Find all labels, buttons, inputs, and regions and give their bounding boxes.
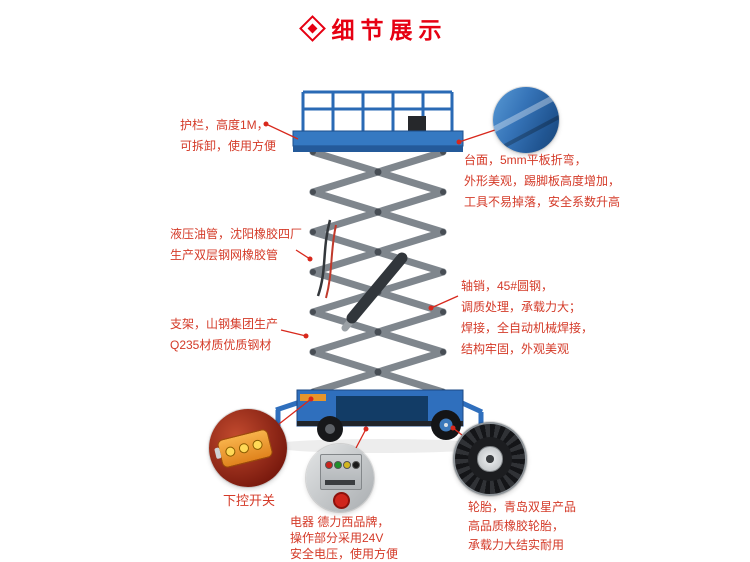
base-chassis [272,389,487,441]
callout-line: 支架，山钢集团生产 [170,317,279,331]
remote-button [238,442,251,455]
guardrail [301,90,454,131]
callout-remote-label: 下控开关 [222,493,275,508]
callout-line: 可拆卸，使用方便 [180,139,277,153]
callout-line: 护栏，高度1M， [180,118,269,132]
panel-button-black [352,461,361,470]
callout-line: 液压油管，沈阳橡胶四厂 [170,227,303,241]
electric-panel-photo [306,444,374,512]
panel-button-yellow [343,461,352,470]
callout-pin: 轴销，45#圆钢， 调质处理，承载力大； 焊接，全自动机械焊接， 结构牢固，外观… [461,276,593,360]
remote-antenna [214,447,222,460]
panel-label-strip [325,480,356,486]
callout-line: 调质处理，承载力大； [461,300,582,314]
panel-button-red [325,461,334,470]
hydraulic-hose [316,219,337,299]
callout-frame: 支架，山钢集团生产 Q235材质优质钢材 [170,314,278,356]
callout-line: 工具不易掉落，安全系数升高 [464,195,621,209]
callout-platform: 台面，5mm平板折弯， 外形美观，踢脚板高度增加， 工具不易掉落，安全系数升高 [464,150,620,213]
wheels [317,410,461,442]
page-header: 细节展示 [0,10,750,46]
platform-detail-photo [493,87,559,153]
scissor-mechanism [309,148,447,396]
page-title: 细节展示 [331,17,448,43]
callout-line: 台面，5mm平板折弯， [464,153,587,167]
callout-line: 轮胎，青岛双星产品 [468,500,577,514]
callout-line: 电器 德力西品牌， [290,515,390,529]
panel-button-green [334,461,343,470]
callout-line: 外形美观，踢脚板高度增加， [464,174,621,188]
remote-button [224,445,237,458]
callout-line: 焊接，全自动机械焊接， [461,321,594,335]
callout-line: Q235材质优质钢材 [170,338,272,352]
electric-panel-box [320,454,362,491]
hydraulic-cylinder [341,252,408,332]
callout-line: 承载力大结实耐用 [468,538,565,552]
tire-detail-photo [453,422,527,496]
remote-control-body [214,428,274,469]
callout-hose: 液压油管，沈阳橡胶四厂 生产双层钢网橡胶管 [170,224,302,266]
callout-line: 安全电压，使用方便 [290,547,399,561]
callout-guardrail: 护栏，高度1M， 可拆卸，使用方便 [180,115,276,157]
remote-button [251,438,264,451]
callout-line: 操作部分采用24V [290,531,384,545]
callout-line: 生产双层钢网橡胶管 [170,248,279,262]
callout-line: 轴销，45#圆钢， [461,279,554,293]
platform-deck [292,116,464,152]
wheel-hub-center [486,455,494,463]
emergency-stop-button [333,491,351,509]
callout-line: 高品质橡胶轮胎， [468,519,565,533]
callout-line: 结构牢固，外观美观 [461,342,570,356]
leader-lines [263,121,496,449]
callout-tire: 轮胎，青岛双星产品 高品质橡胶轮胎， 承载力大结实耐用 [468,498,576,555]
remote-control-photo [209,409,287,487]
callout-electric: 电器 德力西品牌， 操作部分采用24V 安全电压，使用方便 [290,514,398,562]
